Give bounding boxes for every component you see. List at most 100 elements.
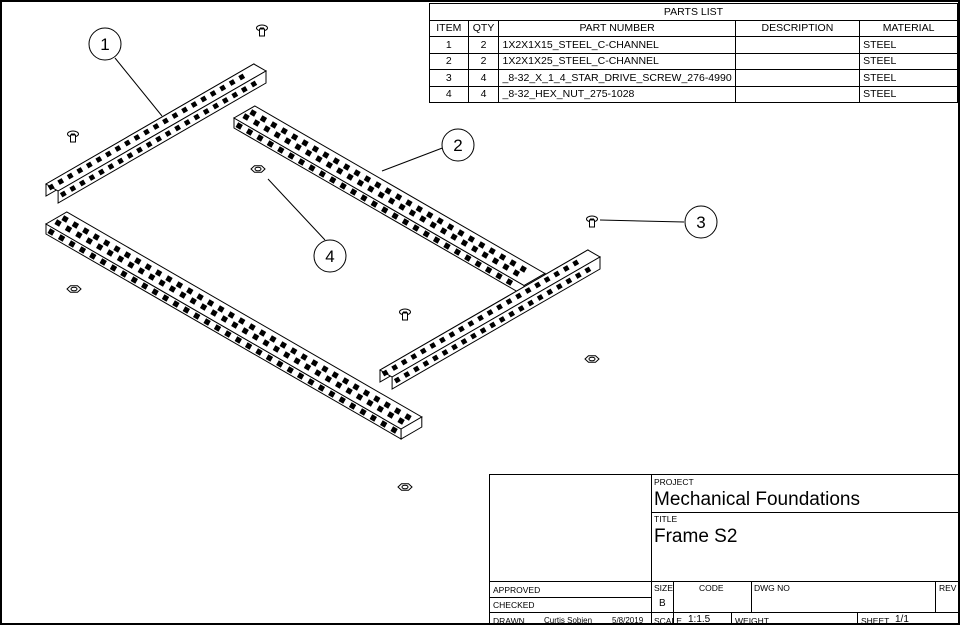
hole-mark [287,152,295,160]
hole-mark [363,175,372,183]
hole-mark [114,145,122,152]
hole-mark [296,372,305,380]
hole-mark [294,143,302,151]
hole-mark [360,194,368,202]
hole-mark [259,115,268,123]
hole-mark [381,369,389,377]
hole-mark [189,297,197,305]
hole-mark [126,152,134,159]
hole-mark [164,130,172,137]
cell-part-number: 1X2X1X15_STEEL_C-CHANNEL [498,36,736,54]
hole-mark [546,288,554,296]
hole-mark [57,178,65,185]
hole-mark [380,420,388,428]
hole-mark [394,193,403,201]
hole-mark [359,408,367,416]
hole-mark [515,292,523,300]
hole-mark [255,348,263,356]
approved-label: APPROVED [493,585,541,595]
hole-mark [231,321,239,329]
hole-mark [376,405,384,413]
hole-mark [286,366,294,374]
hole-mark [116,255,125,263]
hole-mark [258,329,267,337]
hole-mark [250,80,258,88]
hole-mark [95,156,103,163]
hole-mark [387,197,396,205]
hole-mark [478,241,486,249]
hole-mark [397,417,405,425]
channel-end [400,416,423,440]
nut-bore [401,484,409,490]
hole-mark [370,200,378,208]
header-part-number: PART NUMBER [498,19,736,37]
balloon-2: 2 [441,128,475,162]
hole-mark [470,332,477,340]
hole-mark [85,161,93,169]
hole-mark [212,102,220,110]
cell-item: 2 [429,52,469,70]
hole-mark [400,358,408,366]
hole-mark [183,119,191,126]
hole-mark [498,253,507,261]
hole-mark [477,314,484,322]
hole-mark [460,239,469,247]
screw-shank [70,134,76,143]
hole-mark [47,228,55,236]
balloon-3: 3 [684,205,718,239]
hole-mark [158,279,166,287]
hole-mark [553,270,561,278]
hole-mark [263,125,271,133]
hole-mark [536,294,544,301]
leader-line [381,146,446,172]
hole-mark [555,283,563,290]
hole-mark [96,243,104,251]
fastener-group [66,24,600,491]
hole-mark [234,336,242,344]
hole-mark [202,108,210,115]
channel-side-flange [57,70,267,204]
hole-mark [412,224,420,232]
hole-mark [248,323,256,331]
hole-mark [491,257,500,265]
hole-mark [123,251,132,259]
table-row: 3 4 _8-32_X_1_4_STAR_DRIVE_SCREW_276-499… [429,69,958,87]
hole-mark [227,311,235,319]
hole-mark [383,401,391,409]
hole-mark [426,211,434,219]
balloon-label: 4 [325,247,334,266]
hole-mark [584,266,592,274]
hole-mark [307,378,315,386]
channel-holes [47,73,258,198]
hole-mark [137,267,145,275]
c-channel-long-front [44,211,423,440]
hole-mark [489,321,497,329]
channel-side-flange [233,117,525,297]
cell-part-number: _8-32_X_1_4_STAR_DRIVE_SCREW_276-4990 [498,69,736,87]
hole-mark [410,353,418,360]
channel-side-flange [45,223,402,440]
hole-mark [398,203,406,211]
hole-mark [443,242,451,250]
screw-icon [586,215,598,228]
hole-mark [69,185,77,192]
hole-mark [451,343,458,351]
channel-side-flange [391,256,601,390]
hole-mark [219,84,227,92]
hole-mark [403,371,411,378]
table-row: 2 2 1X2X1X25_STEEL_C-CHANNEL STEEL [429,52,958,70]
hole-mark [356,179,365,187]
hole-mark [199,303,208,311]
hole-mark [572,259,580,267]
hole-mark [543,276,551,283]
hole-mark [345,387,353,395]
hole-mark [154,269,163,277]
hole-mark [145,141,153,148]
leader-line [599,219,685,223]
cell-part-number: 1X2X1X25_STEEL_C-CHANNEL [498,52,736,70]
hole-mark [422,230,430,238]
hole-mark [332,157,340,165]
hole-mark [235,122,243,130]
